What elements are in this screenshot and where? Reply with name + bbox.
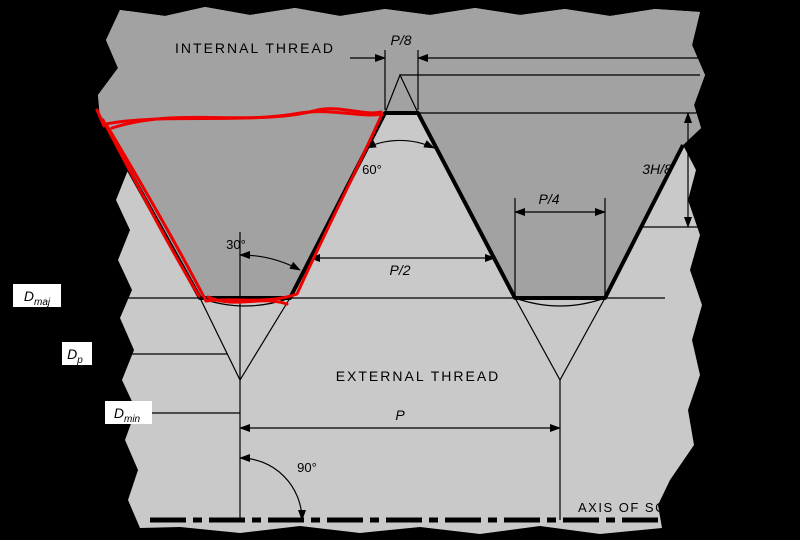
label-box-dmin: Dmin: [105, 401, 152, 425]
dmaj-box: [13, 284, 61, 307]
angle60-arc: [365, 139, 435, 149]
red-scribble-left: [101, 118, 201, 298]
p2-label: P/2: [389, 262, 410, 278]
angle30-arc: [239, 250, 301, 271]
red-highlight-annotation: [95, 107, 384, 306]
diameter-labels: Dmaj Dp Dmin: [13, 284, 152, 425]
diagram-labels: INTERNAL THREAD EXTERNAL THREAD AXIS OF …: [175, 32, 701, 515]
label-box-dmaj: Dmaj: [13, 284, 61, 308]
axis-label: AXIS OF SCREW: [578, 500, 701, 515]
p8-label: P/8: [390, 32, 411, 48]
external-thread-label: EXTERNAL THREAD: [336, 368, 501, 384]
dp-box: [62, 342, 92, 365]
angle30-label: 30°: [226, 237, 246, 252]
dmin-label: Dmin: [114, 405, 141, 425]
angle60-label: 60°: [362, 162, 382, 177]
internal-thread-region: [98, 7, 705, 298]
red-scribble-top: [110, 107, 383, 130]
dp-label: Dp: [67, 346, 83, 366]
right-root-round: [514, 297, 606, 307]
red-spur: [95, 108, 106, 128]
dmin-box: [105, 401, 152, 424]
dmaj-label: Dmaj: [24, 288, 51, 308]
h38-label: 3H/8: [642, 161, 672, 177]
red-scribble-bottom: [206, 295, 289, 306]
dimension-lines: [239, 54, 700, 521]
p-label: P: [395, 407, 405, 423]
label-box-dp: Dp: [62, 342, 92, 366]
construction-lines: [60, 50, 700, 520]
p4-label: P/4: [538, 191, 559, 207]
angle90-label: 90°: [297, 460, 317, 475]
angle90-arc: [239, 454, 306, 521]
internal-thread-label: INTERNAL THREAD: [175, 40, 335, 56]
